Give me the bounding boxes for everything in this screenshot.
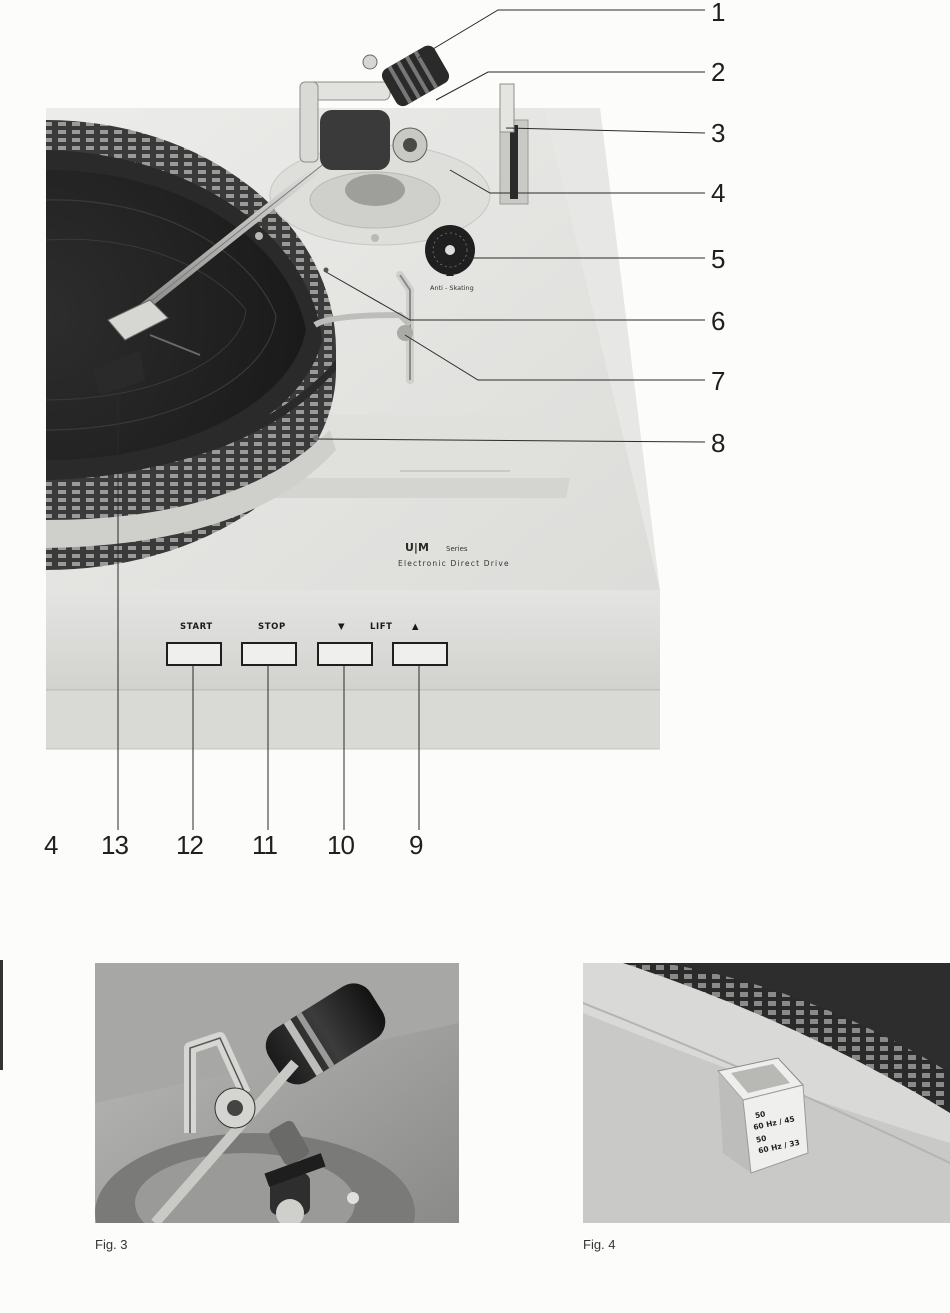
anti-skating-label: Anti - Skating xyxy=(430,284,474,292)
lift-up-button[interactable] xyxy=(392,642,448,666)
plinth-bottom xyxy=(46,691,660,749)
stop-button[interactable] xyxy=(241,642,297,666)
lift-down-symbol: ▼ xyxy=(338,622,345,632)
front-panel xyxy=(46,590,660,690)
lift-up-symbol: ▲ xyxy=(412,622,419,632)
callout-3: 3 xyxy=(711,118,725,148)
brand-tagline: Electronic Direct Drive xyxy=(398,559,510,568)
lift-label: LIFT xyxy=(370,622,393,632)
turntable-illustration: U|M Series Electronic Direct Drive Anti … xyxy=(45,9,706,830)
callout-5: 5 xyxy=(711,244,725,274)
bottom-label-13: 13 xyxy=(101,830,129,860)
counterweight[interactable] xyxy=(379,43,452,109)
speed-label-3: 50 xyxy=(755,1134,767,1145)
callout-leaders xyxy=(117,9,706,830)
callout-7: 7 xyxy=(711,366,725,396)
callout-6: 6 xyxy=(711,306,725,336)
callout-1: 1 xyxy=(711,0,725,27)
binding-mark xyxy=(0,960,3,1070)
fig3-photo xyxy=(95,963,459,1223)
lift-down-button[interactable] xyxy=(317,642,373,666)
start-button[interactable] xyxy=(166,642,222,666)
brand-logo: U|M xyxy=(405,541,429,554)
bottom-label-9: 9 xyxy=(409,830,424,860)
speed-selector-knob[interactable]: 50 60 Hz / 45 50 60 Hz / 33 xyxy=(717,1057,809,1174)
headshell xyxy=(107,299,169,341)
fig3-caption: Fig. 3 xyxy=(95,1237,128,1252)
speed-label-1: 50 xyxy=(754,1109,766,1120)
bottom-label-10: 10 xyxy=(327,830,355,860)
bottom-label-11: 11 xyxy=(252,830,278,860)
callout-4: 4 xyxy=(711,178,725,208)
bottom-label-4: 4 xyxy=(44,830,59,860)
brand-series: Series xyxy=(446,545,468,553)
fig4-caption: Fig. 4 xyxy=(583,1237,616,1252)
fig4-photo: 50 60 Hz / 45 50 60 Hz / 33 xyxy=(583,963,950,1223)
callout-8: 8 xyxy=(711,428,725,458)
bottom-label-12: 12 xyxy=(176,830,204,860)
stop-label: STOP xyxy=(258,622,286,632)
start-label: START xyxy=(180,622,213,632)
callout-2: 2 xyxy=(711,57,725,87)
